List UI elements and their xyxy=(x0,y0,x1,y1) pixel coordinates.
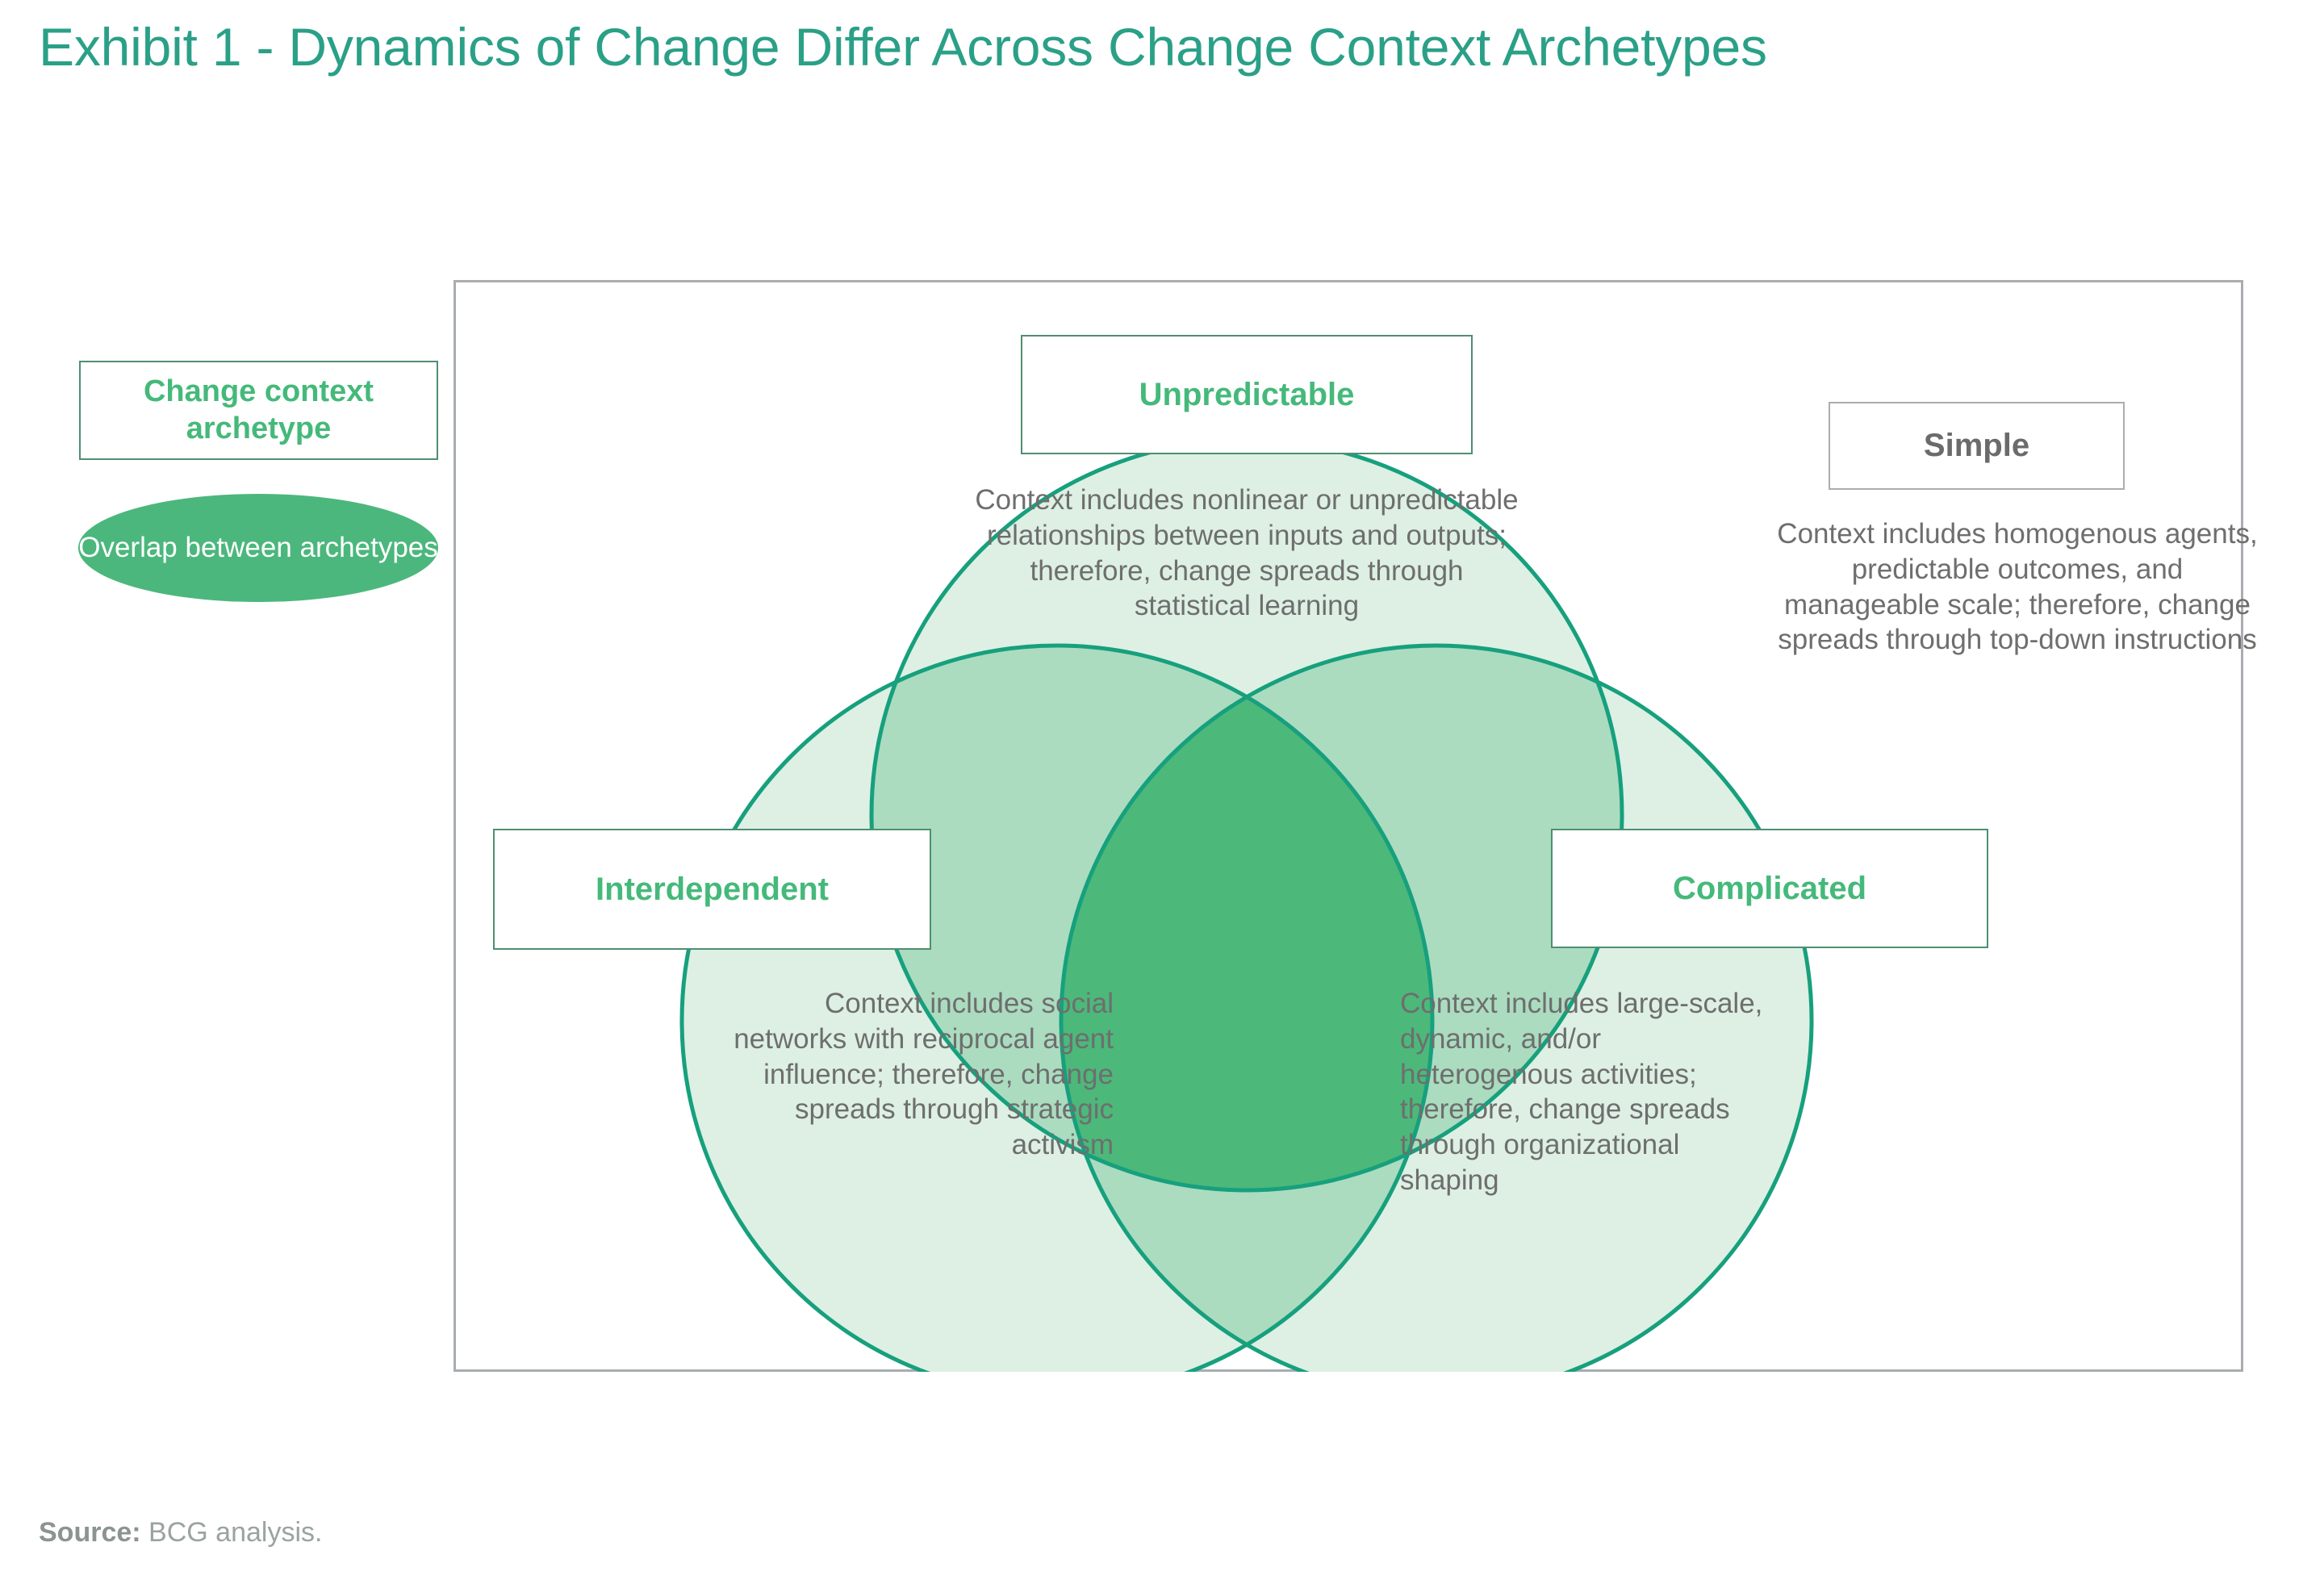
label-interdependent-text: Interdependent xyxy=(596,871,829,907)
venn-overlap-center xyxy=(1061,646,1432,1190)
label-simple-text: Simple xyxy=(1923,428,2030,463)
source-value: BCG analysis. xyxy=(148,1517,323,1548)
venn-outline-complicated xyxy=(1059,643,1814,1372)
source-label: Source: xyxy=(39,1517,141,1548)
legend-archetype-box: Change context archetype xyxy=(79,361,438,460)
label-box-complicated: Complicated xyxy=(1551,829,1988,948)
label-box-unpredictable: Unpredictable xyxy=(1021,335,1473,454)
legend-archetype-label: Change context archetype xyxy=(143,374,374,445)
legend-overlap-ellipse: Overlap between archetypes xyxy=(78,494,438,602)
label-box-simple: Simple xyxy=(1829,402,2125,490)
label-unpredictable-text: Unpredictable xyxy=(1139,376,1355,412)
venn-diagram xyxy=(454,280,2243,1372)
description-simple: Context includes homogenous agents, pred… xyxy=(1777,518,2258,656)
description-complicated: Context includes large-scale, dynamic, a… xyxy=(1400,988,1763,1196)
page-title: Exhibit 1 - Dynamics of Change Differ Ac… xyxy=(39,17,1767,77)
legend-overlap-label: Overlap between archetypes xyxy=(78,531,438,563)
source-line: Source: BCG analysis. xyxy=(39,1517,322,1549)
description-interdependent: Context includes social networks with re… xyxy=(734,988,1114,1160)
venn-outline-interdependent xyxy=(679,643,1435,1372)
label-complicated-text: Complicated xyxy=(1672,870,1867,906)
description-unpredictable: Context includes nonlinear or unpredicta… xyxy=(975,484,1519,622)
label-box-interdependent: Interdependent xyxy=(493,829,931,950)
